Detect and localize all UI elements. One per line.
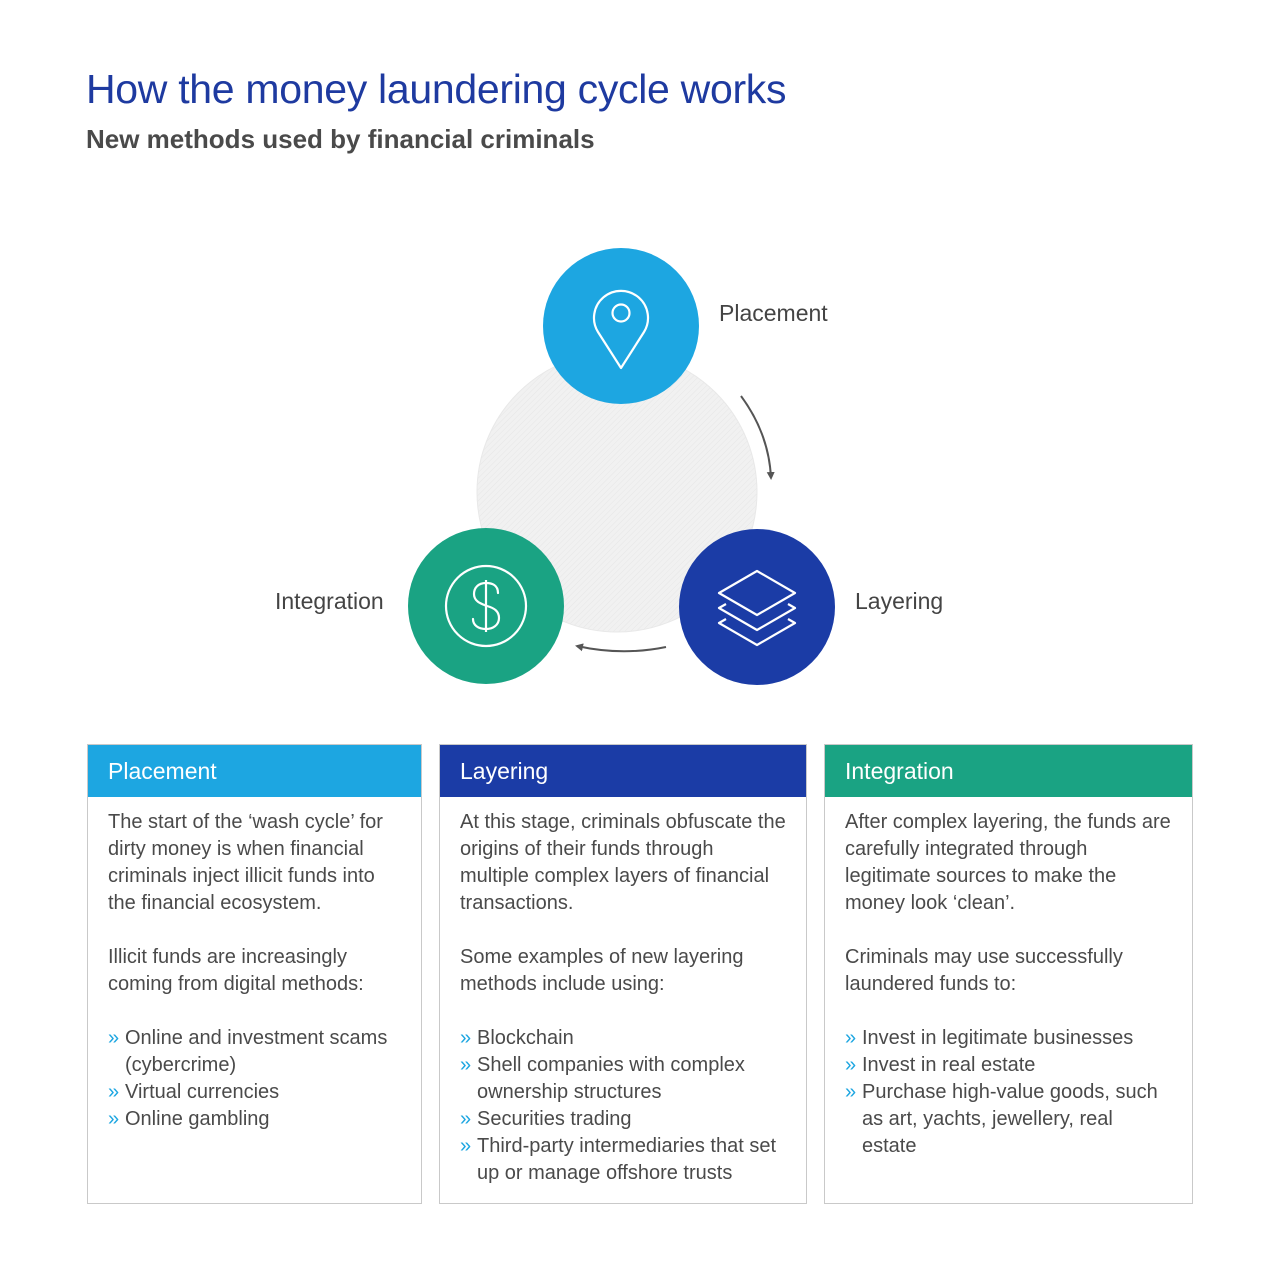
location-pin-icon	[592, 289, 650, 370]
panel-paragraph: After complex layering, the funds are ca…	[845, 811, 1171, 914]
bullet-list: »Invest in legitimate businesses »Invest…	[845, 1025, 1172, 1160]
list-item: »Purchase high-value goods, such as art,…	[845, 1081, 1158, 1157]
bullet-list: »Online and investment scams (cybercrime…	[108, 1025, 401, 1133]
panel-paragraph: At this stage, criminals obfuscate the o…	[460, 811, 786, 914]
bullet-list: »Blockchain »Shell companies with comple…	[460, 1025, 786, 1187]
list-item: »Third-party intermediaries that set up …	[460, 1135, 777, 1184]
layering-circle	[679, 529, 835, 685]
list-item: »Blockchain	[460, 1025, 786, 1052]
list-item: »Online and investment scams (cybercrime…	[108, 1027, 388, 1076]
panel-body: At this stage, criminals obfuscate the o…	[440, 797, 806, 1187]
page-subtitle: New methods used by financial criminals	[86, 124, 595, 154]
panel-title: Layering	[440, 745, 806, 797]
panel-paragraph: Some examples of new layering methods in…	[460, 946, 744, 995]
layering-label: Layering	[855, 588, 944, 614]
placement-panel: Placement The start of the ‘wash cycle’ …	[87, 744, 422, 1204]
bullet-icon: »	[460, 1108, 472, 1130]
bullet-icon: »	[460, 1027, 472, 1049]
dollar-icon	[444, 564, 528, 648]
list-item: »Invest in legitimate businesses	[845, 1025, 1172, 1052]
bullet-icon: »	[108, 1108, 120, 1130]
placement-circle	[543, 248, 699, 404]
bullet-icon: »	[460, 1135, 472, 1157]
list-item: »Online gambling	[108, 1106, 401, 1133]
bullet-icon: »	[845, 1054, 857, 1076]
bullet-icon: »	[845, 1081, 857, 1103]
page-title: How the money laundering cycle works	[86, 66, 787, 112]
bullet-icon: »	[460, 1054, 472, 1076]
panel-paragraph: Illicit funds are increasingly coming fr…	[108, 946, 364, 995]
panel-body: The start of the ‘wash cycle’ for dirty …	[88, 797, 421, 1133]
panel-paragraph: The start of the ‘wash cycle’ for dirty …	[108, 811, 383, 914]
bullet-icon: »	[845, 1027, 857, 1049]
placement-label: Placement	[719, 300, 828, 326]
arrow-placement-to-layering	[740, 395, 775, 480]
layering-panel: Layering At this stage, criminals obfusc…	[439, 744, 807, 1204]
integration-label: Integration	[275, 588, 384, 614]
arrow-layering-to-integration	[575, 643, 667, 653]
panel-title: Integration	[825, 745, 1192, 797]
list-item: »Virtual currencies	[108, 1079, 401, 1106]
list-item: »Invest in real estate	[845, 1052, 1172, 1079]
panel-body: After complex layering, the funds are ca…	[825, 797, 1192, 1160]
layers-icon	[717, 569, 797, 647]
panel-paragraph: Criminals may use successfully laundered…	[845, 946, 1123, 995]
list-item: »Shell companies with complex ownership …	[460, 1054, 745, 1103]
bullet-icon: »	[108, 1027, 120, 1049]
list-item: »Securities trading	[460, 1106, 786, 1133]
panel-title: Placement	[88, 745, 421, 797]
cycle-diagram: Placement Layering Integration	[275, 248, 944, 685]
integration-panel: Integration After complex layering, the …	[824, 744, 1193, 1204]
bullet-icon: »	[108, 1081, 120, 1103]
integration-circle	[408, 528, 564, 684]
